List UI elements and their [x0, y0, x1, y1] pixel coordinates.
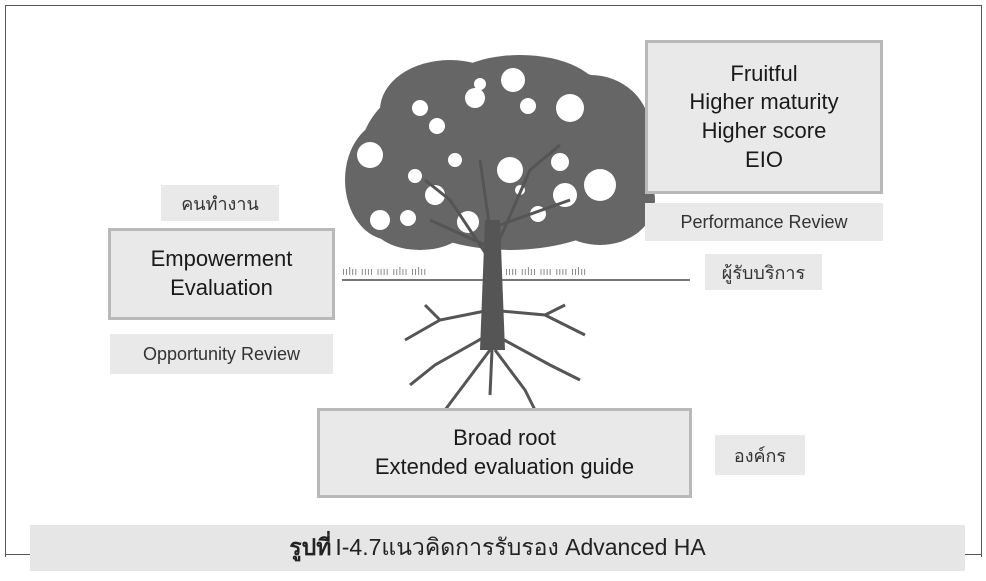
tree-illustration: ıılıı ıııı ıııı ıılıı ıılıı ıııı ıılıı ı… [342, 55, 690, 411]
broad-root-box: Broad root Extended evaluation guide [317, 408, 692, 498]
figure-caption: รูปที่ I-4.7แนวคิดการรับรอง Advanced HA [30, 525, 965, 571]
fruitful-title: Fruitful [730, 60, 798, 86]
fruitful-box: Fruitful Higher maturity Higher score EI… [645, 40, 883, 194]
broad-root-subtitle: Extended evaluation guide [374, 454, 635, 479]
svg-text:ıııı ıılıı ıııı ıııı ıılıı: ıııı ıılıı ıııı ıııı ıılıı [505, 265, 586, 278]
fruitful-line-3: EIO [745, 146, 783, 172]
service-recipients-tag: ผู้รับบริการ [705, 254, 822, 290]
empowerment-line-2: Evaluation [170, 275, 273, 300]
broad-root-title: Broad root [453, 425, 556, 451]
opportunity-review-tag: Opportunity Review [110, 334, 333, 374]
caption-rule-right [965, 554, 981, 555]
empowerment-line-1: Empowerment [150, 246, 293, 272]
svg-text:ıılıı ıııı ıııı ıılıı ıılıı: ıılıı ıııı ıııı ıılıı ıılıı [342, 265, 426, 278]
fruit-circles [357, 68, 616, 233]
workers-tag: คนทำงาน [161, 185, 279, 221]
performance-review-tag: Performance Review [645, 203, 883, 241]
tree-trunk [480, 220, 505, 350]
fruitful-line-1: Higher maturity [689, 89, 839, 115]
caption-label: รูปที่ [289, 534, 332, 560]
empowerment-box: Empowerment Evaluation [108, 228, 335, 320]
caption-text: I-4.7แนวคิดการรับรอง Advanced HA [335, 534, 706, 560]
grass-line: ıılıı ıııı ıııı ıılıı ıılıı ıııı ıılıı ı… [342, 265, 690, 281]
tree-branches [424, 143, 571, 261]
fruitful-line-2: Higher score [701, 118, 827, 143]
organization-tag: องค์กร [715, 435, 805, 475]
figure-frame [5, 5, 982, 557]
tree-roots [404, 303, 586, 411]
caption-rule-left [5, 554, 30, 555]
